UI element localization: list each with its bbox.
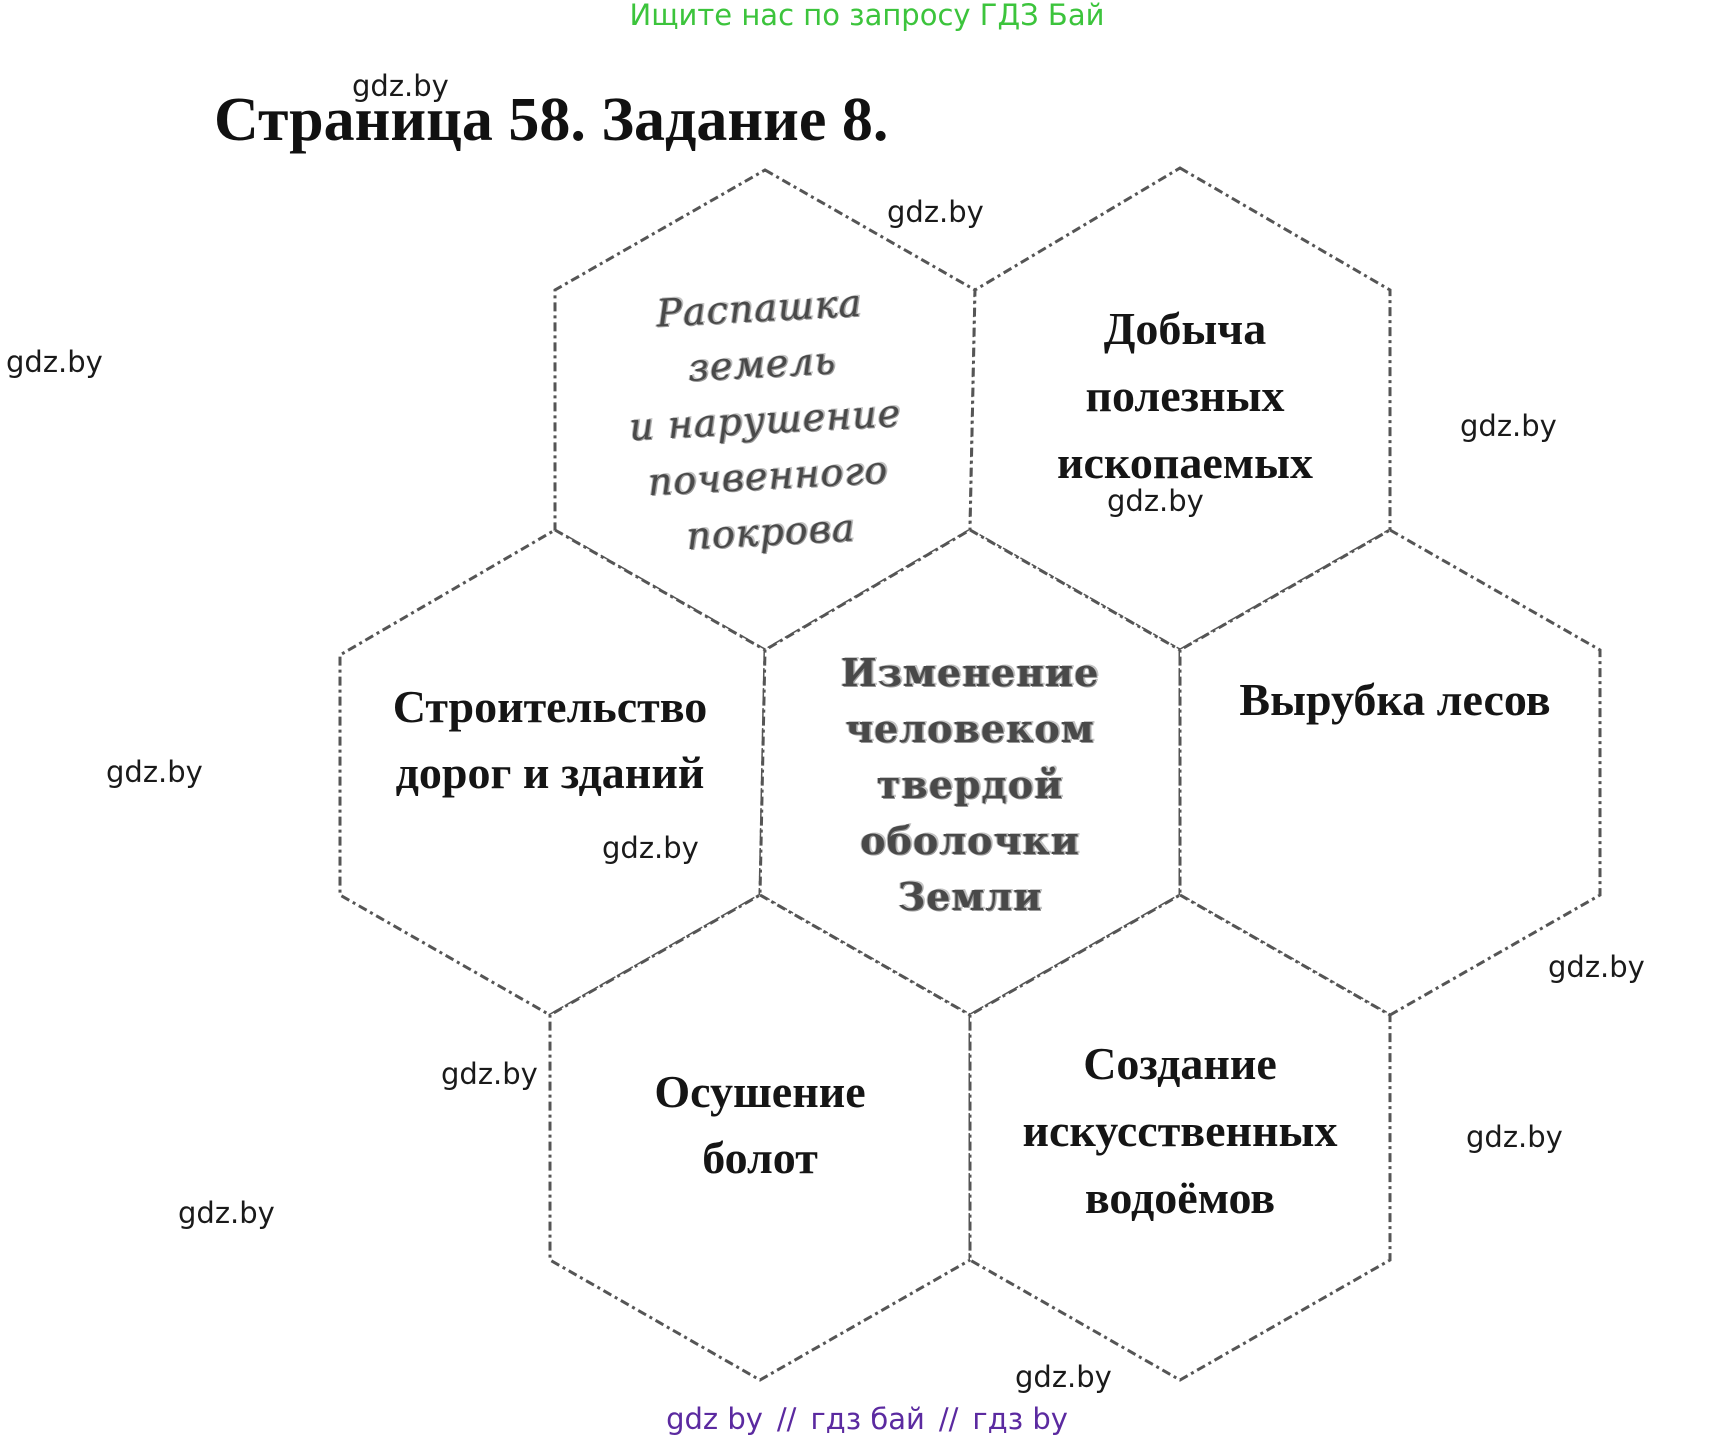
watermark: gdz.by xyxy=(1460,409,1557,443)
watermark: gdz.by xyxy=(6,345,103,379)
footer-link-gdz-bai[interactable]: гдз бай xyxy=(810,1402,925,1436)
footer-link-gdz-by[interactable]: gdz by xyxy=(666,1402,763,1436)
watermark: gdz.by xyxy=(106,755,203,789)
cell-top-right-text: Добыча полезных ископаемых xyxy=(1057,302,1313,488)
footer-link-gdz-by-cyr[interactable]: гдз by xyxy=(972,1402,1068,1436)
cell-top-left-text: Распашка земель и нарушение почвенного п… xyxy=(627,280,903,559)
footer-separator: // xyxy=(776,1402,797,1436)
watermark: gdz.by xyxy=(1548,950,1645,984)
watermark: gdz.by xyxy=(441,1057,538,1091)
watermark: gdz.by xyxy=(1015,1360,1112,1394)
search-banner: Ищите нас по запросу ГДЗ Бай xyxy=(629,0,1105,32)
watermark: gdz.by xyxy=(887,195,984,229)
cell-mid-left-text: Строительство дорог и зданий xyxy=(392,681,708,798)
watermark: gdz.by xyxy=(352,69,449,103)
cell-mid-right-text: Вырубка лесов xyxy=(1239,674,1551,725)
cell-bottom-right-text: Создание искусственных водоёмов xyxy=(1022,1037,1338,1223)
footer-links: gdz by // гдз бай // гдз by xyxy=(0,1402,1734,1436)
cell-bottom-left-text: Осушение болот xyxy=(654,1066,866,1183)
hex-bottom-right xyxy=(968,893,1392,1382)
watermark: gdz.by xyxy=(1107,484,1204,518)
watermark: gdz.by xyxy=(602,831,699,865)
watermark: gdz.by xyxy=(1466,1120,1563,1154)
footer-separator: // xyxy=(938,1402,959,1436)
cell-center-text: Изменение человеком твердой оболочки Зем… xyxy=(840,650,1100,919)
watermark: gdz.by xyxy=(178,1196,275,1230)
page-title: Страница 58. Задание 8. xyxy=(214,86,889,154)
